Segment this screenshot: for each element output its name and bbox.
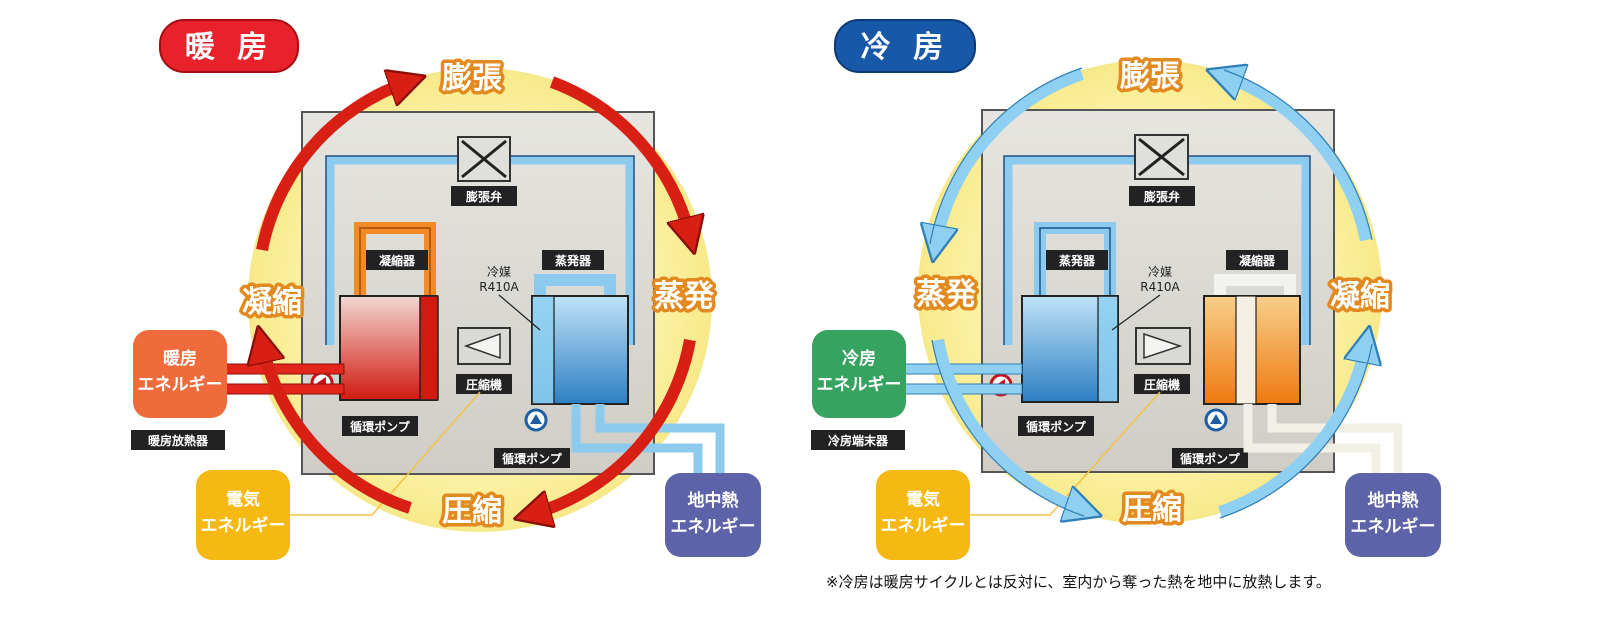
cooling-evaporator-label: 蒸発器 xyxy=(1059,253,1096,268)
heating-expansion-valve-label: 膨張弁 xyxy=(465,189,502,204)
heating-electric-line2: エネルギー xyxy=(201,516,286,536)
cooling-stage-condensation: 凝縮 xyxy=(1330,279,1390,314)
cooling-expansion-valve-label: 膨張弁 xyxy=(1143,189,1180,204)
cooling-refrigerant-name: 冷媒 xyxy=(1148,265,1172,279)
cooling-ground-box: 地中熱 エネルギー xyxy=(1345,473,1441,557)
heating-expansion-valve: 膨張弁 xyxy=(451,136,517,206)
heating-electric-box: 電気 エネルギー xyxy=(196,391,481,560)
heating-refrigerant-loop xyxy=(325,155,635,345)
heating-condenser-label: 凝縮器 xyxy=(379,253,416,268)
cooling-electric-box: 電気 エネルギー xyxy=(876,391,1161,560)
heating-stage-condensation: 凝縮 xyxy=(242,285,302,320)
cooling-ground-line2: エネルギー xyxy=(1351,517,1436,537)
cooling-ground-line1: 地中熱 xyxy=(1368,490,1419,511)
heating-compressor: 圧縮機 xyxy=(456,327,512,394)
heating-evaporator-label: 蒸発器 xyxy=(555,253,592,268)
heating-stage-evaporation: 蒸発 xyxy=(654,279,715,314)
cooling-title-badge: 冷 房 xyxy=(834,19,976,73)
heating-title-badge: 暖 房 xyxy=(159,19,299,73)
heating-energy-line1: 暖房 xyxy=(163,348,197,369)
heating-terminal-label: 暖房放熱器 xyxy=(148,433,209,448)
heating-refrigerant-name: 冷媒 xyxy=(487,265,511,279)
cooling-compressor-label: 圧縮機 xyxy=(1144,377,1180,392)
heating-ground-line2: エネルギー xyxy=(671,517,756,537)
cooling-cycle-arrows xyxy=(936,74,1366,512)
cooling-title: 冷 房 xyxy=(861,30,949,65)
cooling-terminal-tag xyxy=(811,430,905,450)
heating-cycle-arrows xyxy=(262,82,690,514)
cooling-evaporator: 蒸発器 xyxy=(1021,222,1119,403)
cooling-condenser-label: 凝縮器 xyxy=(1239,253,1276,268)
heating-pump-left: 循環ポンプ xyxy=(310,371,418,436)
footnote: ※冷房は暖房サイクルとは反対に、室内から奪った熱を地中に放熱します。 xyxy=(826,573,1331,591)
heating-ground-box: 地中熱 エネルギー xyxy=(665,473,761,557)
cooling-expansion-valve: 膨張弁 xyxy=(1129,134,1195,206)
heating-diagram: 暖 房 膨張弁 凝縮器 xyxy=(131,19,761,560)
heating-electric-line1: 電気 xyxy=(226,489,260,510)
cooling-terminal-label: 冷房端末器 xyxy=(828,433,889,448)
heating-pump-right: 循環ポンプ xyxy=(494,408,570,468)
cooling-pump-left-label: 循環ポンプ xyxy=(1026,419,1087,434)
heating-evaporator: 蒸発器 xyxy=(531,250,629,405)
cooling-compressor: 圧縮機 xyxy=(1134,327,1191,394)
cooling-energy-line1: 冷房 xyxy=(842,348,876,369)
heating-ground-line1: 地中熱 xyxy=(688,490,739,511)
heating-pump-left-label: 循環ポンプ xyxy=(350,419,411,434)
cooling-electric-line2: エネルギー xyxy=(881,516,966,536)
cooling-pump-right: 循環ポンプ xyxy=(1172,408,1248,468)
heating-stage-compression: 圧縮 xyxy=(442,494,502,529)
heating-compressor-label: 圧縮機 xyxy=(466,377,502,392)
cooling-stage-expansion: 膨張 xyxy=(1120,59,1180,94)
heating-terminal-tag xyxy=(131,430,225,450)
heating-refrigerant-code: R410A xyxy=(479,280,519,294)
cooling-stage-compression: 圧縮 xyxy=(1122,492,1182,527)
cooling-refrigerant-code: R410A xyxy=(1140,280,1180,294)
heating-title: 暖 房 xyxy=(185,30,273,65)
heating-energy-box: 暖房 エネルギー xyxy=(133,330,227,418)
cooling-pump-right-label: 循環ポンプ xyxy=(1180,451,1241,466)
cooling-diagram: 冷 房 膨張弁 蒸発器 xyxy=(811,19,1441,560)
cooling-condenser: 凝縮器 xyxy=(1203,250,1301,405)
cooling-electric-line1: 電気 xyxy=(906,489,940,510)
cooling-energy-box: 冷房 エネルギー xyxy=(812,330,906,418)
heating-pump-right-label: 循環ポンプ xyxy=(502,451,563,466)
cooling-energy-line2: エネルギー xyxy=(817,375,902,395)
cooling-refrigerant-loop xyxy=(1003,155,1311,345)
heating-condenser: 凝縮器 xyxy=(339,222,439,401)
heating-stage-expansion: 膨張 xyxy=(442,61,502,96)
cooling-stage-evaporation: 蒸発 xyxy=(916,277,977,312)
heating-energy-line2: エネルギー xyxy=(138,375,223,395)
